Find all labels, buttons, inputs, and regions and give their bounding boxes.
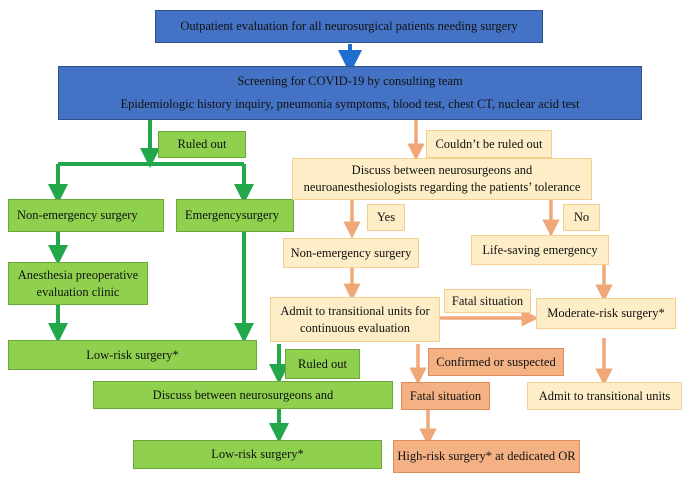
low-risk-surgery-2: Low-risk surgery* (133, 440, 382, 469)
screening-box: Screening for COVID-19 by consulting tea… (58, 66, 642, 120)
discuss-tolerance-line-1: Discuss between neurosurgeons and (351, 163, 533, 178)
fatal-situation-label-1: Fatal situation (444, 289, 531, 313)
anesthesia-clinic-line-2: evaluation clinic (36, 284, 120, 299)
confirmed-suspected-label: Confirmed or suspected (428, 348, 564, 376)
admit-transitional-units: Admit to transitional units (527, 382, 682, 410)
yes-label: Yes (367, 204, 405, 231)
discuss-between-box: Discuss between neurosurgeons and (93, 381, 393, 409)
ruled-out-label-2: Ruled out (285, 349, 360, 379)
ruled-out-label-1: Ruled out (158, 131, 246, 158)
screening-title: Screening for COVID-19 by consulting tea… (237, 74, 463, 89)
anesthesia-clinic-box: Anesthesia preoperative evaluation clini… (8, 262, 148, 305)
transitional-line-2: continuous evaluation (299, 320, 411, 335)
emergency-surgery-left: Emergencysurgery (176, 199, 294, 232)
outpatient-box: Outpatient evaluation for all neurosurgi… (155, 10, 543, 43)
low-risk-surgery-1: Low-risk surgery* (8, 340, 257, 370)
screening-detail: Epidemiologic history inquiry, pneumonia… (120, 97, 580, 111)
discuss-tolerance-box: Discuss between neurosurgeons and neuroa… (292, 158, 592, 200)
life-saving-emergency: Life-saving emergency (471, 235, 609, 265)
moderate-risk-surgery: Moderate-risk surgery* (536, 298, 676, 329)
fatal-situation-box-2: Fatal situation (401, 382, 490, 410)
couldnt-rule-out-label: Couldn’t be ruled out (426, 130, 552, 158)
high-risk-surgery: High-risk surgery* at dedicated OR (393, 440, 580, 473)
transitional-units-box: Admit to transitional units for continuo… (270, 297, 440, 342)
discuss-tolerance-line-2: neuroanesthesiologists regarding the pat… (303, 180, 581, 194)
no-label: No (563, 204, 600, 231)
non-emergency-surgery-left: Non-emergency surgery (8, 199, 164, 232)
transitional-line-1: Admit to transitional units for (280, 303, 430, 318)
non-emergency-surgery-right: Non-emergency surgery (283, 238, 419, 268)
anesthesia-clinic-line-1: Anesthesia preoperative (17, 267, 139, 282)
